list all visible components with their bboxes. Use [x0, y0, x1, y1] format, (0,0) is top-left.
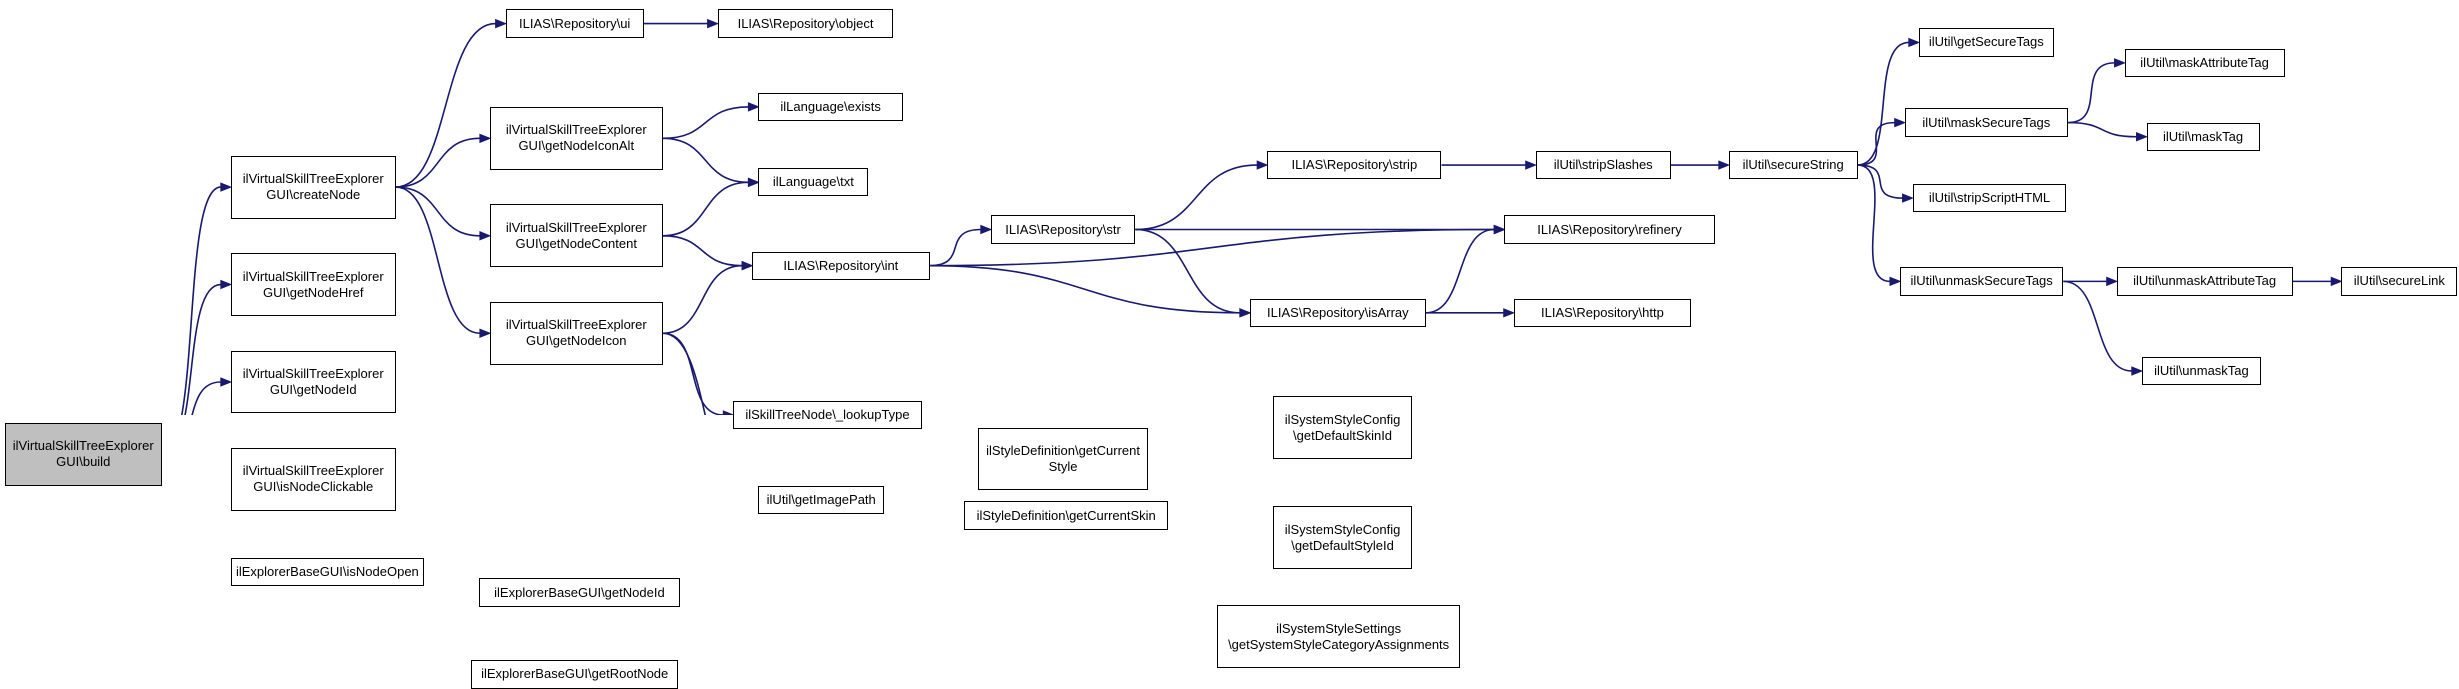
edge-createNode-to-getNodeContent — [395, 186, 480, 237]
arrowhead-createNode — [220, 182, 233, 192]
node-get-node-content[interactable]: ilVirtualSkillTreeExplorer GUI\getNodeCo… — [489, 204, 663, 268]
node-is-node-open[interactable]: ilExplorerBaseGUI\isNodeOpen — [230, 558, 424, 587]
arrowhead-secureLink — [2330, 276, 2343, 287]
node-strip-slashes[interactable]: ilUtil\stripSlashes — [1535, 150, 1671, 180]
node-refinery[interactable]: ILIAS\Repository\refinery — [1504, 215, 1715, 244]
arrowhead-unmaskAttributeTag — [2106, 276, 2119, 287]
node-base-get-node-id[interactable]: ilExplorerBaseGUI\getNodeId — [478, 578, 680, 607]
node-get-current-skin[interactable]: ilStyleDefinition\getCurrentSkin — [964, 501, 1169, 530]
arrowhead-unmaskTag — [2131, 366, 2144, 376]
edge-createNode-to-ui — [395, 22, 496, 188]
node-get-secure-tags[interactable]: ilUtil\getSecureTags — [1918, 28, 2054, 57]
edge-secureString-to-unmaskSecureTags — [1857, 164, 1891, 283]
edge-isArray-to-refinery — [1425, 228, 1495, 314]
node-create-node[interactable]: ilVirtualSkillTreeExplorer GUI\createNod… — [230, 155, 396, 219]
node-int[interactable]: ILIAS\Repository\int — [752, 251, 930, 280]
arrowhead-getSecureTags — [1908, 37, 1921, 48]
edge-secureString-to-getSecureTags — [1857, 41, 1909, 166]
node-get-current-style[interactable]: ilStyleDefinition\getCurrent Style — [978, 427, 1148, 491]
node-is-array[interactable]: ILIAS\Repository\isArray — [1249, 298, 1426, 327]
arrowhead-http — [1503, 308, 1516, 318]
arrowhead-ui — [495, 18, 507, 29]
arrowhead-strip — [1256, 160, 1269, 170]
edge-secureString-to-stripScriptHTML — [1857, 164, 1903, 199]
node-unmask-secure-tags[interactable]: ilUtil\unmaskSecureTags — [1899, 267, 2064, 296]
node-get-default-skin-id[interactable]: ilSystemStyleConfig \getDefaultSkinId — [1273, 396, 1412, 459]
arrowhead-str — [980, 224, 993, 235]
node-str[interactable]: ILIAS\Repository\str — [990, 215, 1136, 244]
arrowhead-getNodeIcon — [479, 328, 492, 338]
node-get-root-node[interactable]: ilExplorerBaseGUI\getRootNode — [471, 660, 679, 689]
node-object[interactable]: ILIAS\Repository\object — [717, 9, 894, 38]
node-get-system-style-category-assignments[interactable]: ilSystemStyleSettings \getSystemStyleCat… — [1216, 605, 1461, 669]
node-ui[interactable]: ILIAS\Repository\ui — [505, 9, 644, 38]
node-mask-attribute-tag[interactable]: ilUtil\maskAttributeTag — [2124, 48, 2285, 77]
node-get-node-id[interactable]: ilVirtualSkillTreeExplorer GUI\getNodeId — [230, 350, 396, 414]
edge-int-to-isArray — [929, 264, 1240, 314]
arrowhead-getNodeIconAlt — [479, 133, 492, 144]
edge-int-to-refinery — [929, 228, 1495, 267]
edge-build-to-createNode — [180, 186, 221, 415]
edge-getNodeIcon-to-getImagePath — [662, 332, 706, 415]
node-exists[interactable]: ilLanguage\exists — [758, 92, 903, 122]
arrowhead-secureString — [1718, 160, 1731, 170]
call-graph — [180, 18, 2343, 415]
arrowhead-refinery — [1493, 224, 1506, 235]
node-mask-secure-tags[interactable]: ilUtil\maskSecureTags — [1904, 108, 2068, 137]
node-build: ilVirtualSkillTreeExplorer GUI\build — [4, 422, 162, 486]
node-strip[interactable]: ILIAS\Repository\strip — [1267, 150, 1442, 180]
edge-getNodeContent-to-int — [662, 234, 743, 267]
node-mask-tag[interactable]: ilUtil\maskTag — [2146, 122, 2260, 151]
edge-maskSecureTags-to-maskTag — [2068, 121, 2137, 138]
node-secure-string[interactable]: ilUtil\secureString — [1728, 150, 1858, 180]
node-secure-link[interactable]: ilUtil\secureLink — [2341, 267, 2458, 296]
edge-getNodeIconAlt-to-exists — [662, 106, 749, 140]
edge-getNodeIcon-to-lookupType — [662, 332, 724, 415]
edge-build-to-getNodeHref — [184, 283, 221, 415]
edge-unmaskSecureTags-to-unmaskTag — [2063, 280, 2132, 372]
node-get-node-href[interactable]: ilVirtualSkillTreeExplorer GUI\getNodeHr… — [230, 253, 396, 316]
node-is-node-clickable[interactable]: ilVirtualSkillTreeExplorer GUI\isNodeCli… — [230, 448, 396, 511]
node-strip-script-html[interactable]: ilUtil\stripScriptHTML — [1912, 183, 2067, 213]
arrowhead-isArray — [1239, 308, 1252, 318]
edge-createNode-to-getNodeIconAlt — [395, 137, 480, 188]
node-txt[interactable]: ilLanguage\txt — [758, 168, 869, 197]
arrowhead-maskSecureTags — [1894, 117, 1907, 128]
arrowhead-getNodeContent — [479, 231, 492, 241]
edge-str-to-isArray — [1135, 228, 1240, 314]
arrowhead-object — [707, 18, 719, 29]
edge-str-to-strip — [1135, 164, 1258, 231]
node-get-node-icon[interactable]: ilVirtualSkillTreeExplorer GUI\getNodeIc… — [489, 301, 663, 365]
edge-secureString-to-maskSecureTags — [1857, 121, 1895, 166]
arrowhead-txt — [747, 177, 760, 188]
node-unmask-tag[interactable]: ilUtil\unmaskTag — [2141, 356, 2262, 386]
arrowhead-maskAttributeTag — [2114, 58, 2126, 68]
edge-getNodeIconAlt-to-txt — [662, 137, 749, 184]
arrowhead-unmaskSecureTags — [1889, 276, 1902, 287]
edge-getNodeContent-to-txt — [662, 181, 749, 237]
arrowhead-stripSlashes — [1525, 160, 1538, 170]
node-http[interactable]: ILIAS\Repository\http — [1513, 298, 1692, 327]
arrowhead-lookupType — [722, 410, 735, 415]
arrowhead-int — [741, 260, 754, 271]
call-graph-edges — [180, 18, 2343, 415]
arrowhead-getNodeHref — [220, 279, 233, 290]
arrowhead-getNodeId — [220, 377, 233, 387]
edge-createNode-to-getNodeIcon — [395, 186, 480, 335]
edge-maskSecureTags-to-maskAttributeTag — [2068, 62, 2115, 124]
node-get-default-style-id[interactable]: ilSystemStyleConfig \getDefaultStyleId — [1273, 506, 1412, 570]
edge-build-to-getNodeId — [191, 381, 221, 415]
node-unmask-attribute-tag[interactable]: ilUtil\unmaskAttributeTag — [2116, 267, 2293, 296]
edge-getNodeIcon-to-int — [662, 264, 743, 335]
node-get-node-icon-alt[interactable]: ilVirtualSkillTreeExplorer GUI\getNodeIc… — [489, 106, 663, 170]
arrowhead-maskTag — [2136, 132, 2148, 142]
arrowhead-stripScriptHTML — [1902, 193, 1914, 203]
node-get-image-path[interactable]: ilUtil\getImagePath — [758, 485, 885, 515]
edge-int-to-str — [929, 228, 981, 267]
arrowhead-exists — [747, 102, 760, 112]
